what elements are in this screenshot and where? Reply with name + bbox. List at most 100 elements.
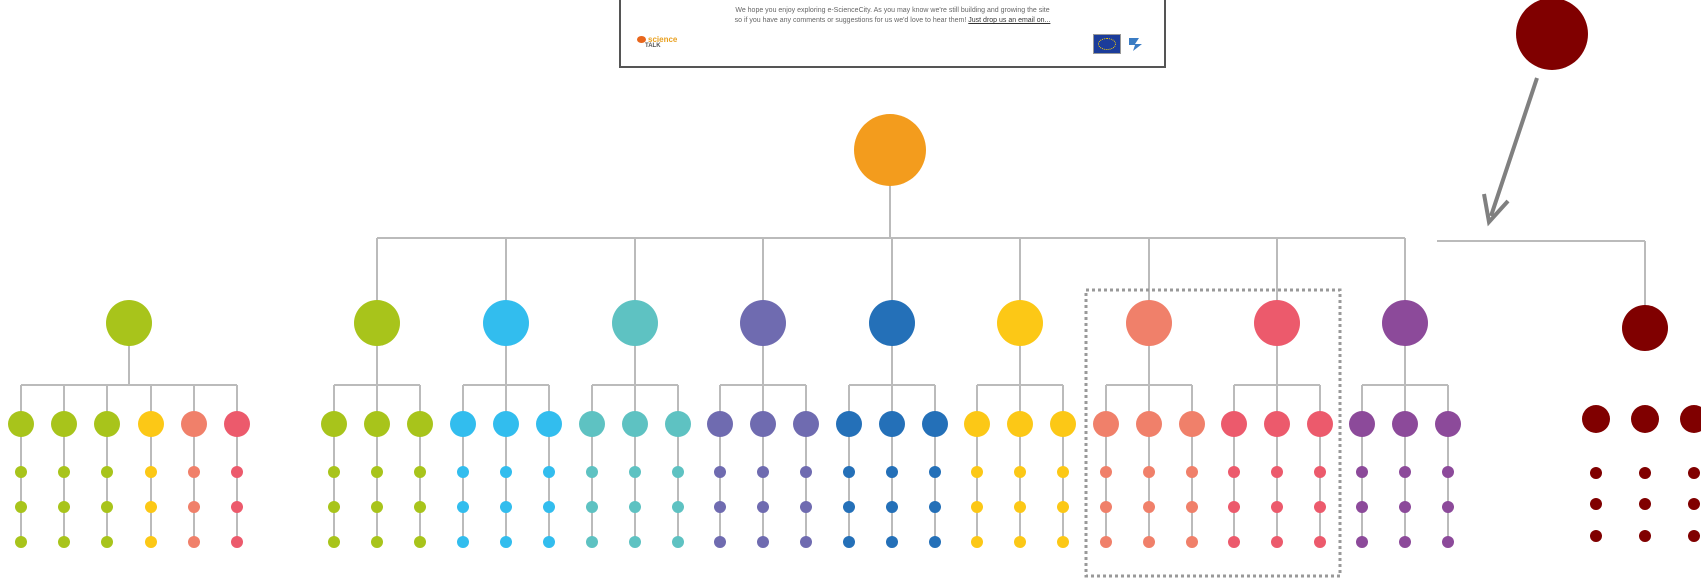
branch-2-leaf-node-3-2 xyxy=(543,501,555,513)
branch-9-child-node-1 xyxy=(1349,411,1375,437)
right-tree-leaf-node-1-3 xyxy=(1590,530,1602,542)
branch-7-leaf-node-1-2 xyxy=(1100,501,1112,513)
branch-7-leaf-node-3-1 xyxy=(1186,466,1198,478)
branch-4-leaf-node-1-3 xyxy=(714,536,726,548)
branch-4-leaf-node-3-2 xyxy=(800,501,812,513)
branch-1-leaf-node-1-1 xyxy=(328,466,340,478)
branch-3-leaf-node-3-2 xyxy=(672,501,684,513)
branch-5-leaf-node-3-1 xyxy=(929,466,941,478)
right-tree-child-node-1 xyxy=(1582,405,1610,433)
branch-4-child-node-3 xyxy=(793,411,819,437)
branch-7-leaf-node-2-1 xyxy=(1143,466,1155,478)
branch-6-leaf-node-3-2 xyxy=(1057,501,1069,513)
branch-3-leaf-node-2-1 xyxy=(629,466,641,478)
left-tree-leaf-node-2-3 xyxy=(58,536,70,548)
branch-7-leaf-node-3-3 xyxy=(1186,536,1198,548)
branch-5-leaf-node-1-3 xyxy=(843,536,855,548)
branch-5-node xyxy=(869,300,915,346)
branch-9-child-node-3 xyxy=(1435,411,1461,437)
branch-3-leaf-node-2-2 xyxy=(629,501,641,513)
branch-5-child-node-2 xyxy=(879,411,905,437)
left-tree-leaf-node-1-2 xyxy=(15,501,27,513)
branch-4-child-node-1 xyxy=(707,411,733,437)
branch-6-leaf-node-2-3 xyxy=(1014,536,1026,548)
branch-4-node xyxy=(740,300,786,346)
branch-8-child-node-2 xyxy=(1264,411,1290,437)
branch-7-leaf-node-3-2 xyxy=(1186,501,1198,513)
branch-6-leaf-node-1-1 xyxy=(971,466,983,478)
branch-8-leaf-node-1-2 xyxy=(1228,501,1240,513)
left-tree-leaf-node-3-1 xyxy=(101,466,113,478)
branch-1-leaf-node-1-3 xyxy=(328,536,340,548)
left-tree-leaf-node-1-1 xyxy=(15,466,27,478)
logo-talk-text: TALK xyxy=(645,43,661,50)
branch-3-leaf-node-1-2 xyxy=(586,501,598,513)
branch-3-leaf-node-1-1 xyxy=(586,466,598,478)
branch-9-leaf-node-1-1 xyxy=(1356,466,1368,478)
branch-9-leaf-node-3-3 xyxy=(1442,536,1454,548)
branch-7-child-node-2 xyxy=(1136,411,1162,437)
pointer-arrow-head xyxy=(1482,193,1510,227)
branch-2-node xyxy=(483,300,529,346)
root-node xyxy=(854,114,926,186)
pointer-arrow-shaft xyxy=(1489,77,1539,217)
branch-3-child-node-3 xyxy=(665,411,691,437)
branch-4-leaf-node-2-3 xyxy=(757,536,769,548)
branch-8-leaf-node-2-2 xyxy=(1271,501,1283,513)
branch-9-leaf-node-1-2 xyxy=(1356,501,1368,513)
branch-9-leaf-node-2-1 xyxy=(1399,466,1411,478)
logo-dot-icon xyxy=(637,36,646,44)
zoomed-node xyxy=(1516,0,1588,70)
left-tree-leaf-node-3-3 xyxy=(101,536,113,548)
branch-7-leaf-node-2-2 xyxy=(1143,501,1155,513)
footer-line-2-text: so if you have any comments or suggestio… xyxy=(734,17,967,24)
branch-4-leaf-node-2-2 xyxy=(757,501,769,513)
right-tree-leaf-node-2-3 xyxy=(1639,530,1651,542)
right-tree-child-node-2 xyxy=(1631,405,1659,433)
right-tree-child-node-3 xyxy=(1680,405,1701,433)
left-tree-leaf-node-4-3 xyxy=(145,536,157,548)
branch-1-child-node-2 xyxy=(364,411,390,437)
branch-2-leaf-node-2-1 xyxy=(500,466,512,478)
left-tree-child-node-3 xyxy=(94,411,120,437)
branch-2-leaf-node-2-3 xyxy=(500,536,512,548)
branch-2-leaf-node-2-2 xyxy=(500,501,512,513)
right-tree-leaf-node-3-1 xyxy=(1688,467,1700,479)
email-link[interactable]: Just drop us an email on... xyxy=(968,17,1051,24)
right-tree-node xyxy=(1622,305,1668,351)
branch-6-leaf-node-1-2 xyxy=(971,501,983,513)
branch-9-leaf-node-1-3 xyxy=(1356,536,1368,548)
left-tree-leaf-node-3-2 xyxy=(101,501,113,513)
left-tree-leaf-node-6-1 xyxy=(231,466,243,478)
branch-9-leaf-node-3-1 xyxy=(1442,466,1454,478)
left-tree-child-node-5 xyxy=(181,411,207,437)
branch-6-leaf-node-2-2 xyxy=(1014,501,1026,513)
footer-line-1: We hope you enjoy exploring e-ScienceCit… xyxy=(735,7,1050,14)
branch-2-leaf-node-3-1 xyxy=(543,466,555,478)
branch-9-leaf-node-2-3 xyxy=(1399,536,1411,548)
branch-3-leaf-node-2-3 xyxy=(629,536,641,548)
branch-8-leaf-node-3-1 xyxy=(1314,466,1326,478)
left-tree-leaf-node-4-2 xyxy=(145,501,157,513)
branch-6-child-node-3 xyxy=(1050,411,1076,437)
branch-8-leaf-node-2-1 xyxy=(1271,466,1283,478)
branch-3-child-node-1 xyxy=(579,411,605,437)
highlight-box xyxy=(1084,288,1342,578)
left-tree-leaf-node-5-1 xyxy=(188,466,200,478)
branch-8-child-node-1 xyxy=(1221,411,1247,437)
left-tree-child-node-2 xyxy=(51,411,77,437)
left-tree-leaf-node-2-1 xyxy=(58,466,70,478)
branch-7-child-node-3 xyxy=(1179,411,1205,437)
right-tree-leaf-node-1-2 xyxy=(1590,498,1602,510)
left-tree-leaf-node-6-3 xyxy=(231,536,243,548)
branch-5-child-node-3 xyxy=(922,411,948,437)
branch-1-leaf-node-2-3 xyxy=(371,536,383,548)
left-tree-leaf-node-2-2 xyxy=(58,501,70,513)
branch-5-leaf-node-3-2 xyxy=(929,501,941,513)
branch-4-leaf-node-3-3 xyxy=(800,536,812,548)
branch-5-leaf-node-1-2 xyxy=(843,501,855,513)
left-tree-child-node-1 xyxy=(8,411,34,437)
branch-8-leaf-node-1-3 xyxy=(1228,536,1240,548)
branch-9-leaf-node-2-2 xyxy=(1399,501,1411,513)
